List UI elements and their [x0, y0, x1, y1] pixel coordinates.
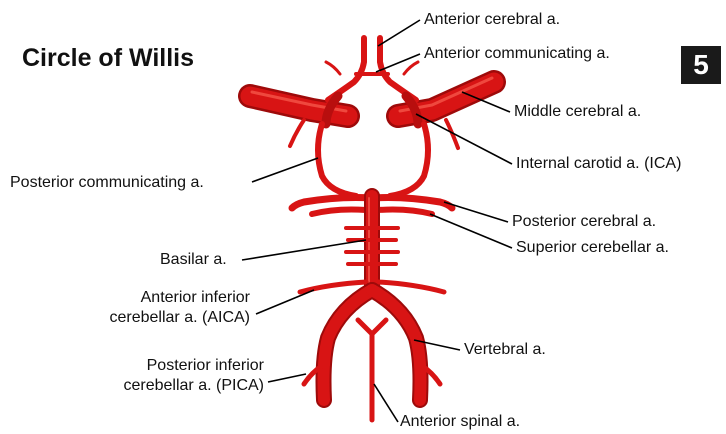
- label-internal-carotid: Internal carotid a. (ICA): [516, 154, 681, 174]
- label-aica-line2: cerebellar a. (AICA): [80, 308, 250, 328]
- label-basilar: Basilar a.: [160, 250, 227, 270]
- label-superior-cerebellar: Superior cerebellar a.: [516, 238, 669, 258]
- posterior-communicating-arteries: [318, 124, 428, 196]
- basilar-artery: [369, 196, 372, 290]
- label-posterior-cerebral: Posterior cerebral a.: [512, 212, 656, 232]
- label-aica: Anterior inferior cerebellar a. (AICA): [80, 288, 250, 328]
- label-anterior-communicating: Anterior communicating a.: [424, 44, 610, 64]
- anterior-spinal-artery: [358, 320, 386, 420]
- label-pica-line1: Posterior inferior: [94, 356, 264, 376]
- label-anterior-cerebral: Anterior cerebral a.: [424, 10, 560, 30]
- label-pica-line2: cerebellar a. (PICA): [94, 376, 264, 396]
- label-aica-line1: Anterior inferior: [80, 288, 250, 308]
- label-anterior-spinal: Anterior spinal a.: [400, 412, 520, 432]
- label-posterior-communicating: Posterior communicating a.: [10, 173, 204, 193]
- label-pica: Posterior inferior cerebellar a. (PICA): [94, 356, 264, 396]
- label-vertebral: Vertebral a.: [464, 340, 546, 360]
- anterior-cerebral-arteries: [328, 38, 416, 100]
- label-middle-cerebral: Middle cerebral a.: [514, 102, 641, 122]
